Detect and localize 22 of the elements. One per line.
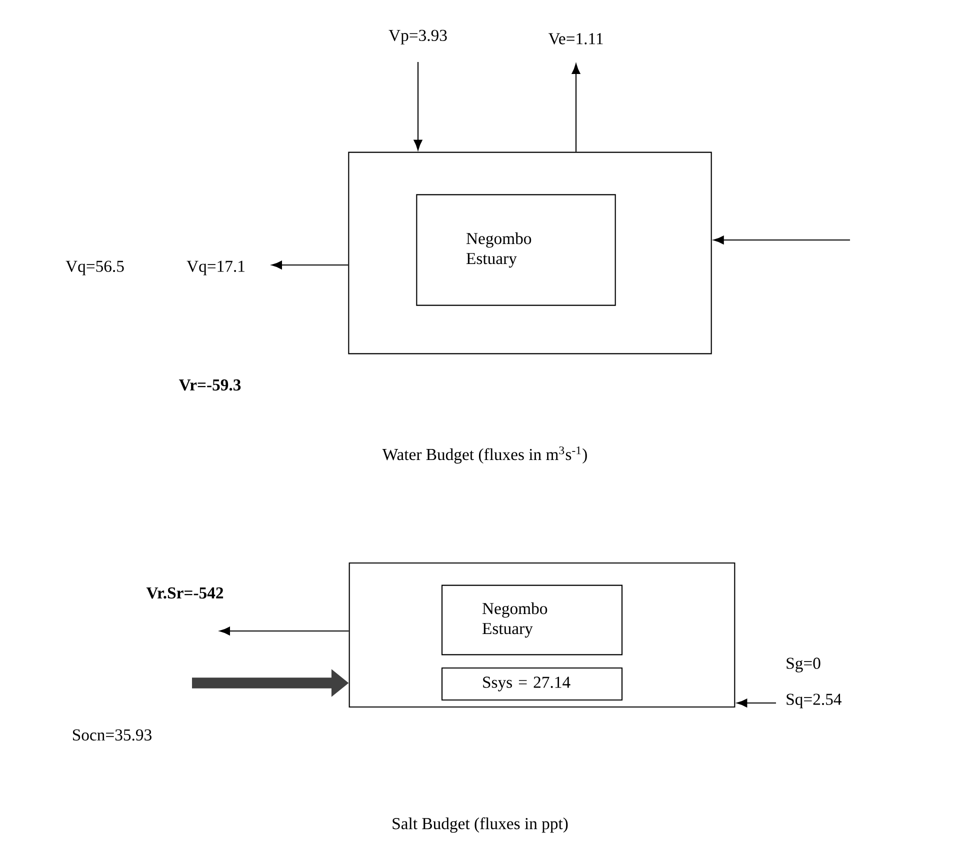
flux-label: Vq=56.5	[66, 260, 124, 276]
system-box	[348, 562, 736, 708]
flux-label: Sg=0	[786, 658, 820, 672]
caption: Water Budget (fluxes in m$^{3}$s$^{-1}$)	[382, 446, 587, 464]
arrow	[220, 626, 349, 636]
edge-label: Ve=1.11	[548, 33, 603, 44]
flux-label: Vq=17.1	[186, 260, 244, 276]
arrow	[272, 260, 348, 270]
salinity-box: Ssys = 27.14	[441, 667, 623, 701]
system-box	[348, 152, 712, 354]
edge-label: Vp=3.93	[388, 30, 447, 44]
estuary-box: Negombo Estuary	[416, 194, 616, 306]
arrow	[414, 62, 422, 150]
flux-label: Socn=35.93	[73, 729, 152, 741]
flux-label: Vr=-59.3	[178, 379, 241, 391]
flux-label: Vr.Sr=-542	[146, 587, 224, 599]
arrow	[572, 64, 580, 152]
arrow	[736, 698, 776, 708]
arrow	[713, 236, 850, 244]
estuary-box: Negombo Estuary	[441, 584, 623, 656]
caption: Salt Budget (fluxes in ppt)	[392, 817, 568, 833]
flux-label: Sq=2.54	[786, 694, 842, 708]
